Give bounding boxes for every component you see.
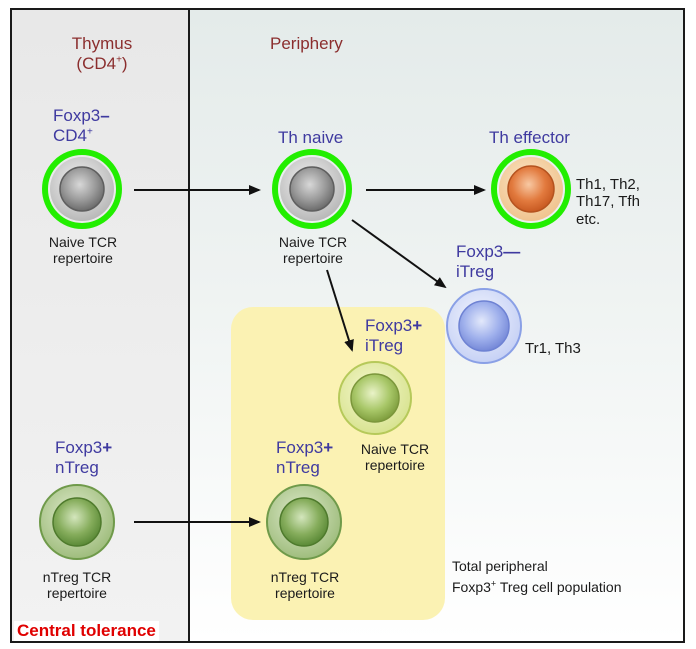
th-effector-title: Th effector	[489, 128, 570, 147]
total-treg-region	[231, 307, 445, 620]
thymus-naive-caption: Naive TCR repertoire	[48, 234, 118, 267]
itreg-positive-cell	[338, 361, 412, 435]
itreg-negative-cell	[446, 288, 522, 364]
itreg-negative-subsets: Tr1, Th3	[525, 340, 581, 357]
thymus-naive-cell	[42, 149, 122, 229]
thymus-header: Thymus (CD4+)	[71, 34, 133, 73]
total-population-label: Total peripheral Foxp3+ Treg cell popula…	[452, 558, 622, 595]
th-naive-caption: Naive TCR repertoire	[278, 234, 348, 267]
itreg-positive-caption: Naive TCR repertoire	[360, 441, 430, 474]
th-naive-cell	[272, 149, 352, 229]
itreg-positive-label: Foxp3+ iTreg	[365, 316, 423, 355]
thymus-naive-label: Foxp3– CD4+	[53, 106, 110, 145]
thymus-ntreg-label: Foxp3+ nTreg	[55, 438, 113, 477]
arrow-naive-to-itreg-neg	[351, 219, 447, 289]
central-tolerance-label: Central tolerance	[14, 621, 159, 641]
periphery-ntreg-caption: nTreg TCR repertoire	[270, 569, 340, 602]
th-naive-title: Th naive	[278, 128, 344, 147]
th-effector-subsets: Th1, Th2, Th17, Tfh etc.	[576, 176, 640, 228]
thymus-ntreg-cell	[39, 484, 115, 560]
thymus-ntreg-caption: nTreg TCR repertoire	[42, 569, 112, 602]
arrow-naive-to-itreg-pos	[326, 269, 354, 352]
periphery-ntreg-cell	[266, 484, 342, 560]
th-effector-cell	[491, 149, 571, 229]
periphery-header: Periphery	[270, 34, 343, 53]
periphery-ntreg-label: Foxp3+ nTreg	[276, 438, 334, 477]
itreg-negative-label: Foxp3— iTreg	[456, 242, 521, 281]
